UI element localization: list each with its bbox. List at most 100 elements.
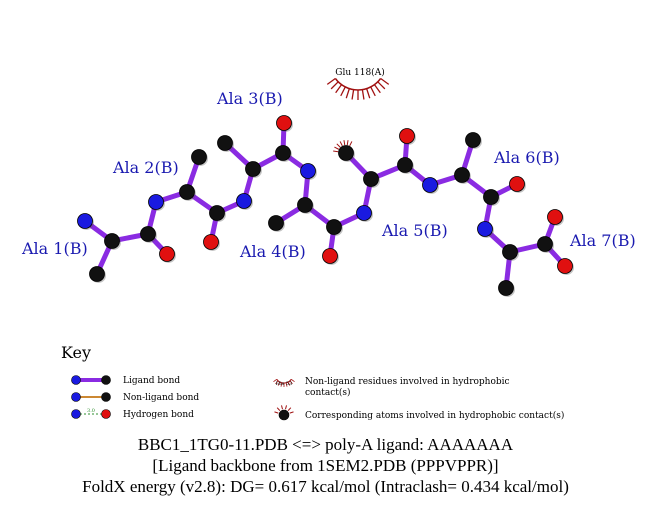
oxygen-atom-o6 <box>509 176 525 192</box>
hydrophobic-atom-ray <box>287 407 292 411</box>
footer-line-1: BBC1_1TG0-11.PDB <=> poly-A ligand: AAAA… <box>137 435 514 454</box>
footer-line-3: FoldX energy (v2.8): DG= 0.617 kcal/mol … <box>82 477 569 496</box>
key-hbond-distance: 3.0 <box>87 408 95 414</box>
residue-label-4: Ala 4(B) <box>239 242 306 261</box>
contact-arc-tick <box>351 89 355 100</box>
hydrophobic-atom-ray <box>276 407 281 411</box>
contact-arc-tick <box>277 381 281 386</box>
contact-residue-label: Glu 118(A) <box>335 67 384 78</box>
carbon-atom-cb7 <box>498 280 514 296</box>
key-legend: Key Ligand bond Non-ligand bond 3.0 Hydr… <box>61 343 564 421</box>
contact-arc-tick <box>280 382 283 387</box>
hydrophobic-atom-ray <box>289 411 294 414</box>
nitrogen-atom-n4 <box>300 163 316 179</box>
key-hydrophobic-arc-icon <box>273 378 295 387</box>
key-hydrophobic-atom-icon <box>274 405 294 414</box>
contact-arc-curve <box>276 378 292 384</box>
residue-label-2: Ala 2(B) <box>112 158 179 177</box>
contact-arc-curve <box>334 77 382 91</box>
contact-arc-tick <box>285 382 288 387</box>
carbon-atom-cb1 <box>89 266 105 282</box>
carbon-atom-ca7 <box>502 244 518 260</box>
oxygen-atom-o2 <box>203 234 219 250</box>
carbon-atom-ca2 <box>179 184 195 200</box>
contact-arc-tick <box>377 81 386 90</box>
hydrophobic-atom-ray <box>281 405 283 410</box>
hydrophobic-atom-ray <box>334 146 340 150</box>
key-hydrogen-bond-label: Hydrogen bond <box>123 410 194 420</box>
footer-line-2: [Ligand backbone from 1SEM2.PDB (PPPVPPR… <box>152 456 499 475</box>
carbon-atom-c7 <box>537 236 553 252</box>
contact-arc-tick <box>289 380 293 385</box>
contact-arc-tick <box>340 86 346 97</box>
contact-arc-tick <box>345 88 350 99</box>
carbon-atom-cb6 <box>465 132 481 148</box>
key-title: Key <box>61 343 91 362</box>
key-hydrophobic-residue: His 53 Non-ligand residues involved in h… <box>273 377 510 398</box>
carbon-atom-c1 <box>140 226 156 242</box>
residue-label-5: Ala 5(B) <box>381 221 448 240</box>
key-hydrophobic-residues-line2: contact(s) <box>305 387 351 398</box>
oxygen-atom-o3 <box>276 115 292 131</box>
carbon-atom-c5 <box>397 157 413 173</box>
key-hydrophobic-atoms-label: Corresponding atoms involved in hydropho… <box>305 410 564 421</box>
hydrophobic-atom-ray <box>285 405 287 410</box>
key-nonligand-bond-label: Non-ligand bond <box>123 393 199 403</box>
key-hydrogen-bond: 3.0 Hydrogen bond <box>71 408 194 420</box>
contact-arc-tick <box>287 381 291 386</box>
carbon-atom-cb3 <box>217 135 233 151</box>
hydrophobic-atom-ray <box>339 141 343 147</box>
carbon-atom-cb4 <box>268 215 284 231</box>
nitrogen-atom-n1 <box>77 213 93 229</box>
carbon-atom-c6 <box>483 189 499 205</box>
carbon-atom-ca6 <box>454 167 470 183</box>
contact-arc-tick <box>335 84 343 94</box>
hydrophobic-contact-arc <box>326 77 390 100</box>
contact-arc-tick <box>291 378 295 382</box>
hydrophobic-atom-ray <box>346 140 349 146</box>
contact-arc-tick <box>330 81 339 90</box>
contact-arc-tick <box>370 86 376 97</box>
nitrogen-atom-n5 <box>356 205 372 221</box>
hydrophobic-atom-ray <box>349 141 353 147</box>
oxygen-atom-o1 <box>159 246 175 262</box>
carbon-atom-ca5 <box>363 171 379 187</box>
carbon-atom-cb2 <box>191 149 207 165</box>
oxygen-atom-o5 <box>399 128 415 144</box>
contact-arc-tick <box>366 88 371 99</box>
carbon-atom-c3 <box>275 145 291 161</box>
key-nonligand-bond: Non-ligand bond <box>71 392 199 403</box>
nitrogen-atom-n3 <box>236 193 252 209</box>
contact-arc-tick <box>373 84 381 94</box>
oxygen-atom-o7b <box>557 258 573 274</box>
key-ligand-bond: Ligand bond <box>71 375 180 386</box>
residue-label-3: Ala 3(B) <box>216 89 283 108</box>
nitrogen-atom-n2 <box>148 194 164 210</box>
hydrophobic-atom-ray <box>336 143 341 148</box>
hydrophobic-atom-ray <box>274 411 279 414</box>
residue-label-1: Ala 1(B) <box>21 239 88 258</box>
contact-arc-tick <box>326 77 336 85</box>
carbon-atom-ca1 <box>104 233 120 249</box>
contact-arc-tick <box>380 77 390 85</box>
residue-label-7: Ala 7(B) <box>569 231 636 250</box>
nitrogen-atom-n6 <box>422 177 438 193</box>
key-hydrophobic-residues-line1: Non-ligand residues involved in hydropho… <box>305 377 510 387</box>
nitrogen-atom-n7 <box>477 221 493 237</box>
hydrophobic-atom-ray <box>343 140 346 146</box>
contact-arc-tick <box>275 380 279 385</box>
hydrophobic-atom-ray <box>333 150 339 153</box>
key-ligand-bond-label: Ligand bond <box>123 376 180 386</box>
key-hydrophobic-atom: Corresponding atoms involved in hydropho… <box>274 405 564 421</box>
contact-arc-tick <box>361 89 365 100</box>
carbon-atom-ca4 <box>297 197 313 213</box>
residue-label-6: Ala 6(B) <box>493 148 560 167</box>
carbon-atom-c4 <box>326 219 342 235</box>
contact-arc-tick <box>273 378 277 382</box>
carbon-atom-c2 <box>209 205 225 221</box>
ligand-atoms <box>77 115 574 297</box>
oxygen-atom-o4 <box>322 248 338 264</box>
key-example-residue: His 53 <box>276 381 292 387</box>
oxygen-atom-o7a <box>547 209 563 225</box>
